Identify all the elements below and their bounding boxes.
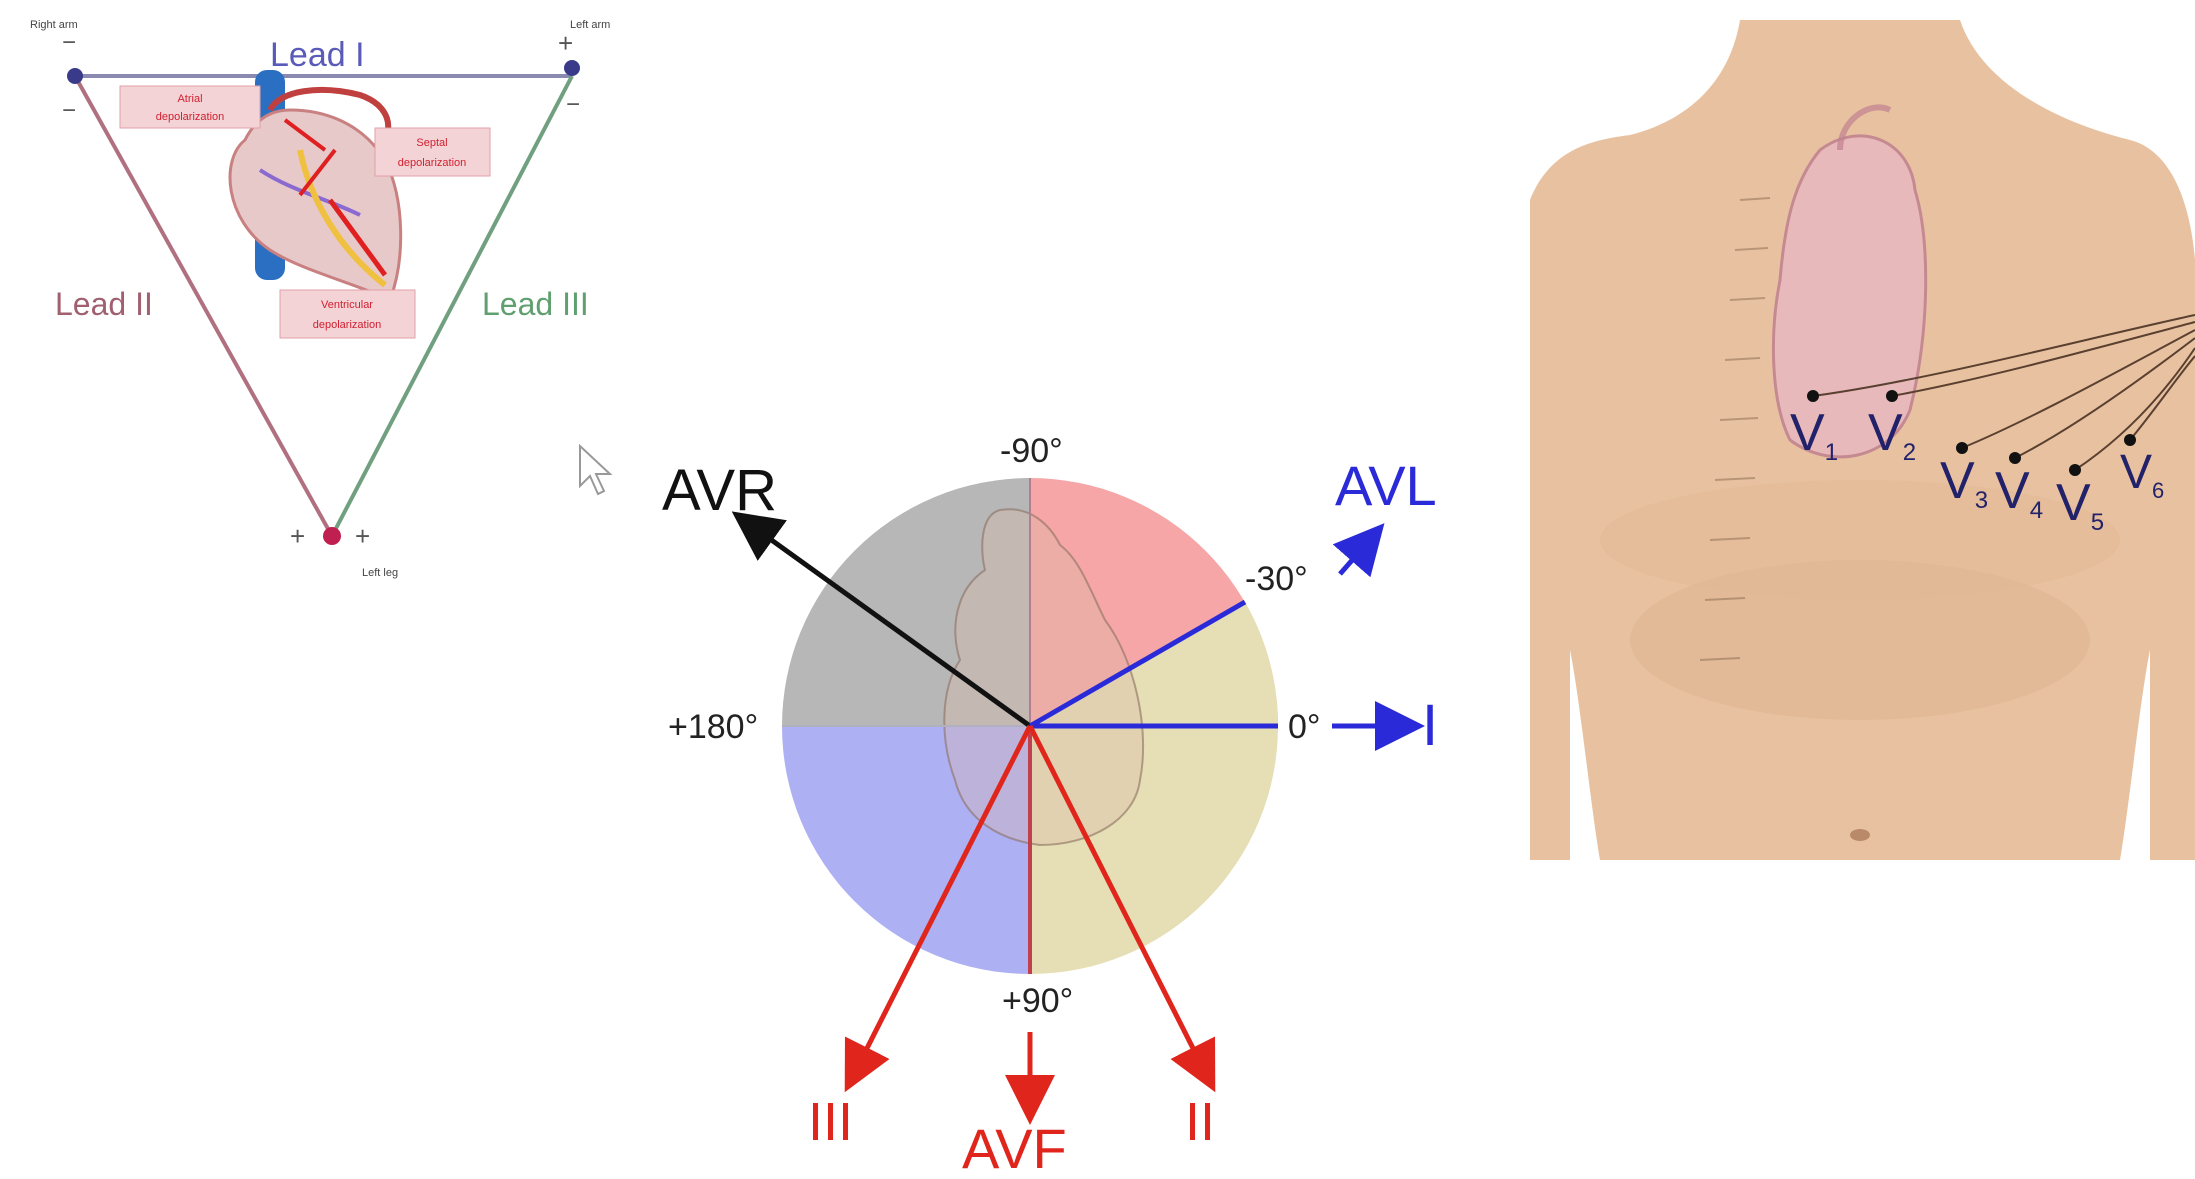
left-arm-label: Left arm bbox=[570, 19, 610, 31]
lead-iii-label: Lead III bbox=[482, 286, 589, 322]
right-arm-electrode bbox=[67, 68, 83, 84]
left-leg-label: Left leg bbox=[362, 567, 398, 579]
deg-0-label: 0° bbox=[1288, 708, 1321, 746]
einthoven-triangle-diagram: Atrial depolarization Septal depolarizat… bbox=[30, 19, 610, 579]
right-arm-minus-top: − bbox=[62, 29, 76, 56]
v5-label: V5 bbox=[2056, 474, 2104, 536]
v1-label: V1 bbox=[1790, 404, 1838, 466]
deg-pos180-label: +180° bbox=[668, 708, 758, 746]
avr-label: AVR bbox=[662, 458, 777, 523]
navel bbox=[1850, 829, 1870, 841]
v4-electrode bbox=[2009, 452, 2021, 464]
left-leg-electrode bbox=[323, 527, 341, 545]
right-arm-minus-bottom: − bbox=[62, 97, 76, 124]
lead-i-label: Lead I bbox=[270, 36, 365, 74]
v4-label: V4 bbox=[1995, 462, 2043, 524]
right-arm-label: Right arm bbox=[30, 19, 78, 31]
heart-outline bbox=[943, 508, 1145, 847]
v2-electrode bbox=[1886, 390, 1898, 402]
lead-iii-arrow bbox=[844, 724, 1033, 1093]
ventricular-depolarization-label: Ventricular bbox=[321, 299, 373, 311]
v6-label: V6 bbox=[2120, 446, 2164, 503]
v6-electrode bbox=[2124, 434, 2136, 446]
lead-iii-label: III bbox=[808, 1092, 853, 1152]
heart-illustration bbox=[228, 70, 403, 303]
deg-neg90-label: -90° bbox=[1000, 432, 1063, 470]
septal-depolarization-label: Septal bbox=[416, 137, 447, 149]
quadrant-upper-left bbox=[782, 478, 1030, 726]
left-leg-plus-left: + bbox=[290, 521, 305, 551]
atrial-depolarization-label: Atrial bbox=[177, 93, 202, 105]
hexaxial-reference-diagram: AVR AVL I II III AVF -90° -30° 0° +180° … bbox=[662, 432, 1438, 1179]
quadrant-lower-right bbox=[1030, 726, 1278, 974]
lead-ii-arrow bbox=[1027, 724, 1216, 1093]
avl-lead-arrow bbox=[1332, 523, 1385, 578]
avl-lead-line bbox=[1028, 599, 1247, 729]
avl-label: AVL bbox=[1335, 454, 1437, 517]
lead-ii-line bbox=[73, 75, 334, 537]
chest-heart bbox=[1771, 134, 1928, 459]
rib-markings bbox=[1699, 197, 1771, 661]
precordial-leads-diagram: V1 V2 V3 V4 V5 V6 bbox=[1530, 20, 2195, 860]
deg-neg30-label: -30° bbox=[1245, 560, 1308, 598]
v5-electrode bbox=[2069, 464, 2081, 476]
septal-depolarization-label-2: depolarization bbox=[398, 157, 467, 169]
mouse-cursor-icon bbox=[579, 443, 613, 496]
deg-pos90-label: +90° bbox=[1002, 982, 1073, 1020]
left-arm-plus: + bbox=[558, 28, 573, 58]
v3-label: V3 bbox=[1940, 452, 1988, 514]
quadrant-lower-left bbox=[782, 726, 1030, 974]
left-leg-plus-right: + bbox=[355, 521, 370, 551]
left-arm-electrode bbox=[564, 60, 580, 76]
lead-wires bbox=[1812, 314, 2195, 471]
lead-i-label: I bbox=[1422, 693, 1438, 758]
ventricular-depolarization-label-2: depolarization bbox=[313, 319, 382, 331]
v1-electrode bbox=[1807, 390, 1819, 402]
v3-electrode bbox=[1956, 442, 1968, 454]
left-arm-minus: − bbox=[566, 91, 580, 118]
avf-label: AVF bbox=[962, 1117, 1067, 1179]
lead-ii-label: II bbox=[1185, 1092, 1215, 1152]
lead-iii-line bbox=[330, 75, 574, 537]
avr-lead-arrow bbox=[731, 511, 1032, 729]
lead-ii-label: Lead II bbox=[55, 286, 153, 322]
wedge-minus30-to-0 bbox=[1030, 602, 1279, 726]
atrial-depolarization-label-2: depolarization bbox=[156, 111, 225, 123]
v2-label: V2 bbox=[1868, 404, 1916, 466]
